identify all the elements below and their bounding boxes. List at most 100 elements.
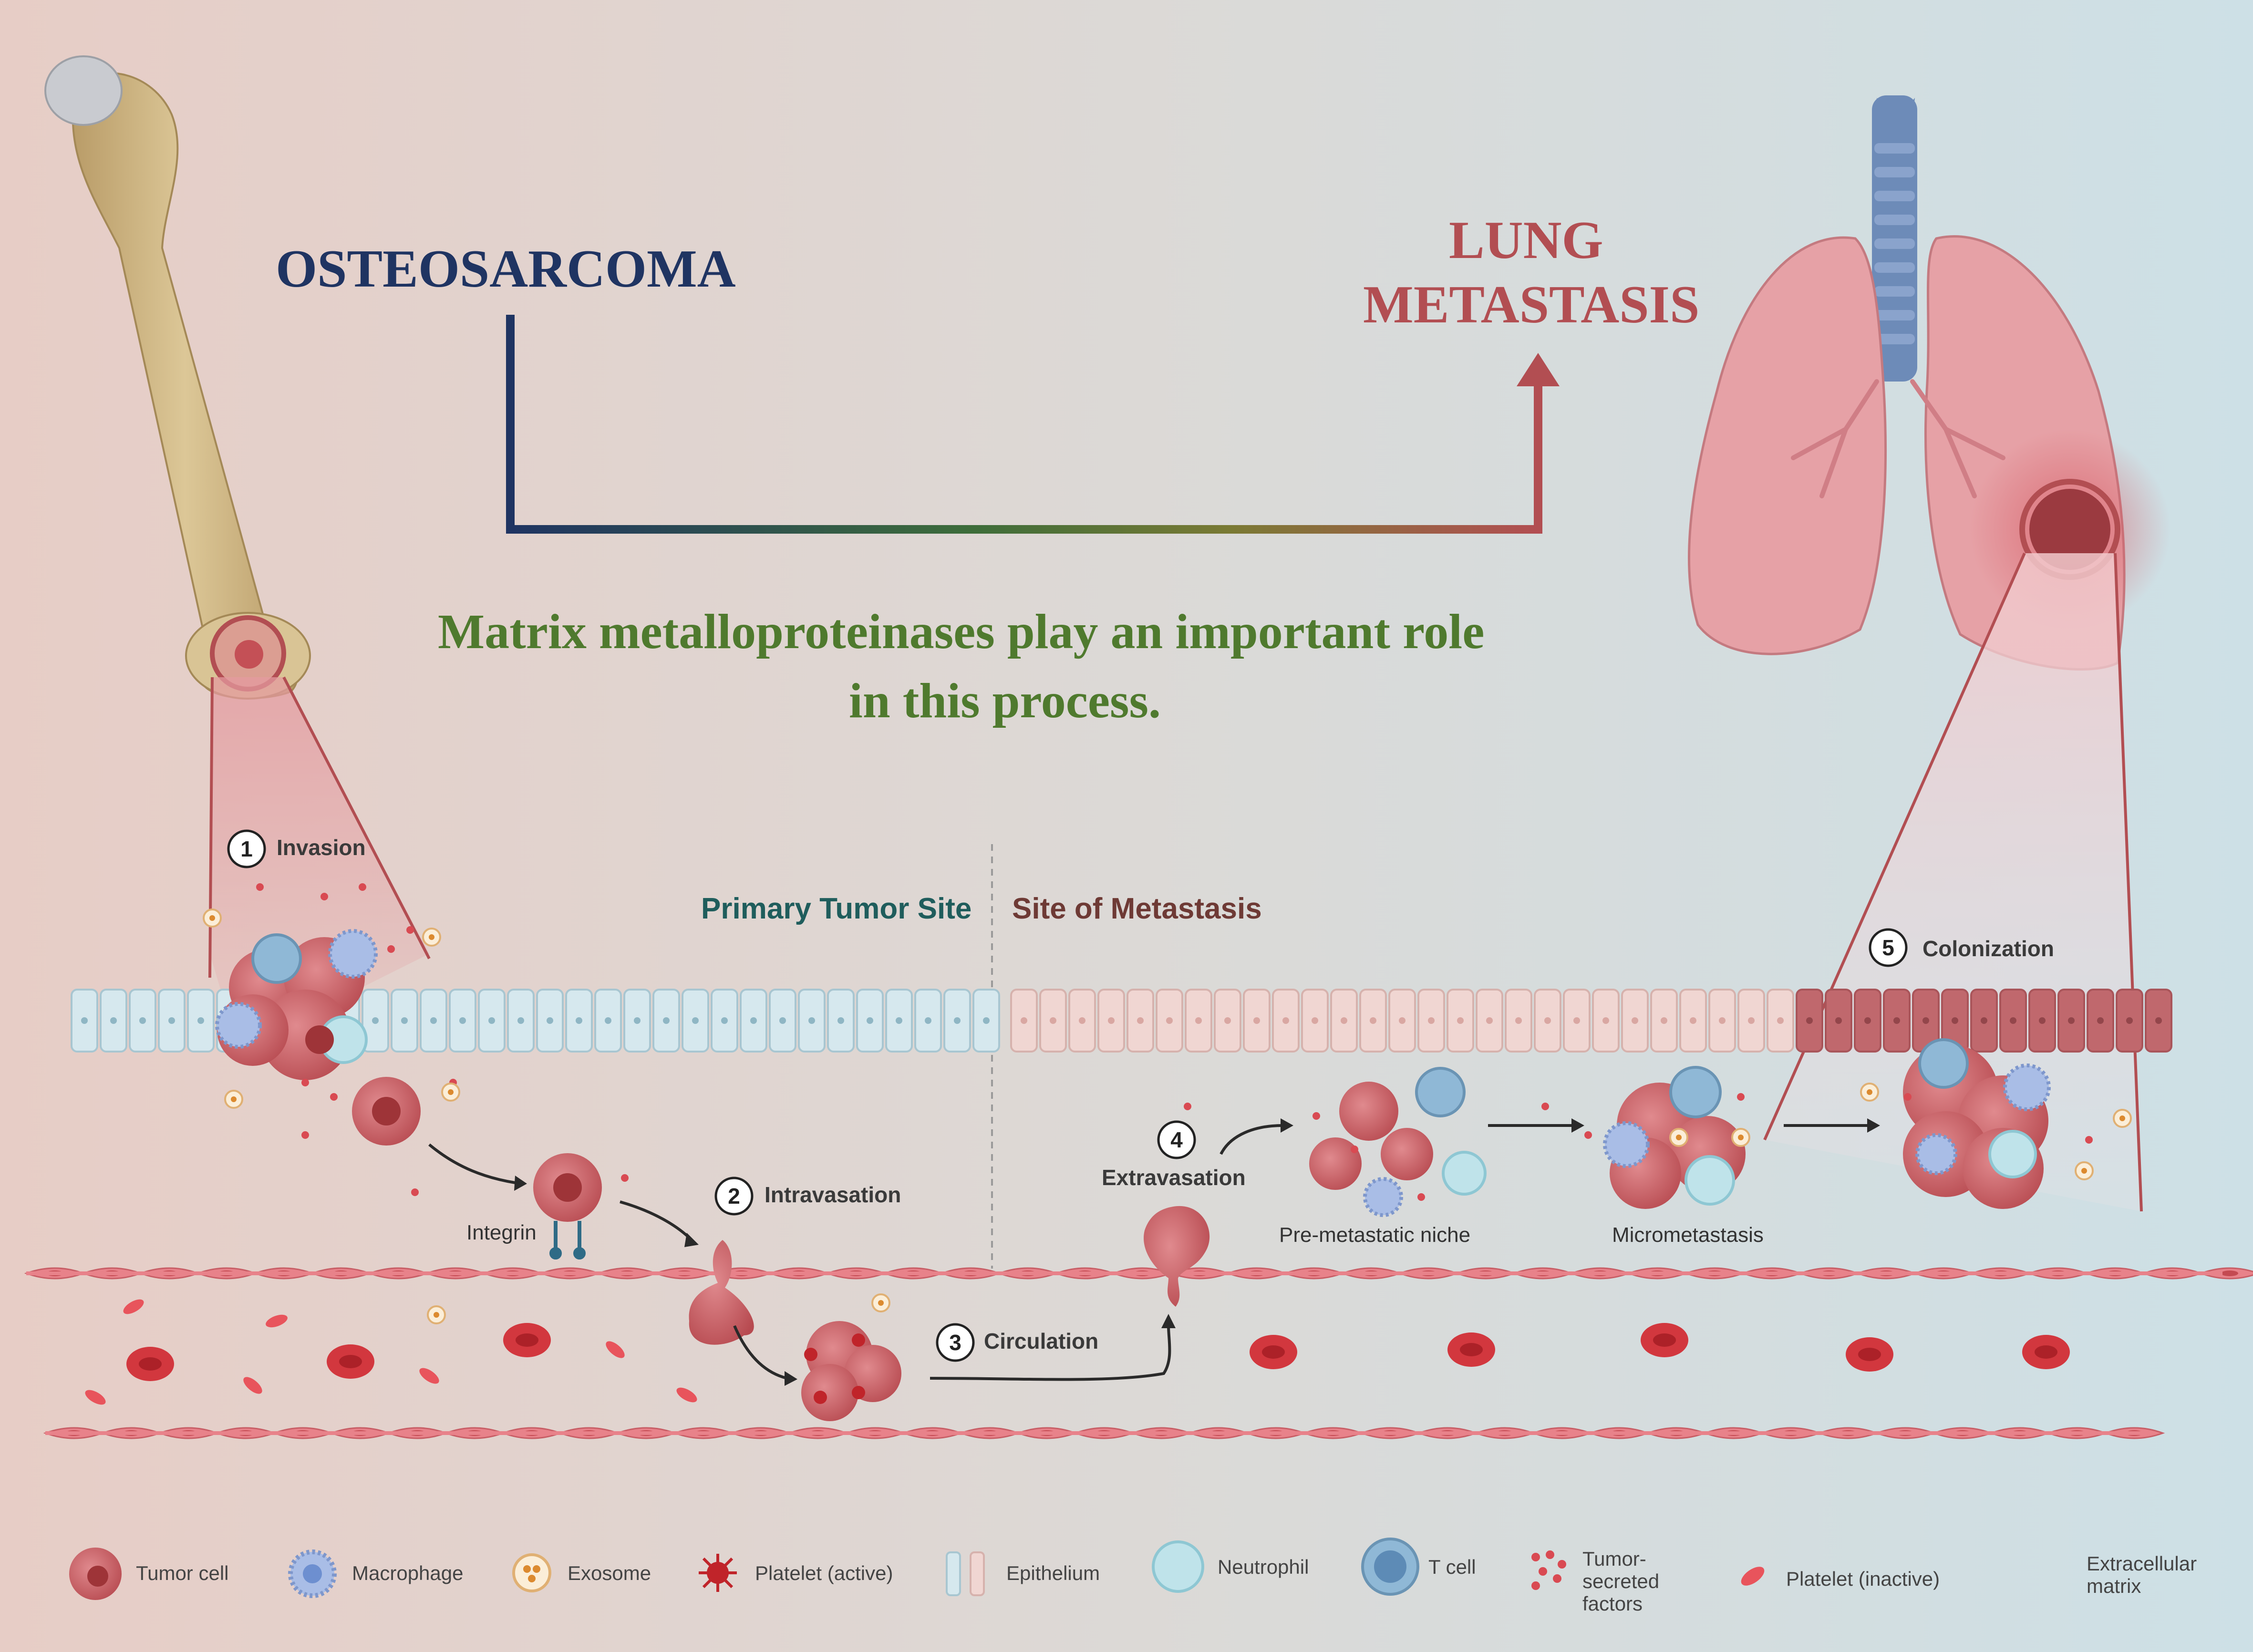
exosome-core bbox=[2119, 1115, 2125, 1121]
epithelial-nucleus bbox=[2126, 1017, 2133, 1024]
legend-extracellular-matrix-line1: Extracellular bbox=[2087, 1552, 2197, 1575]
epithelial-nucleus bbox=[488, 1017, 495, 1024]
step-4-circle bbox=[1157, 1120, 1196, 1159]
red-blood-cell-center bbox=[2035, 1345, 2057, 1359]
red-blood-cell-center bbox=[1262, 1345, 1285, 1359]
tumor-secreted-factor bbox=[301, 1079, 309, 1086]
inactive-platelets bbox=[85, 1299, 697, 1405]
tumor-secreted-factor bbox=[330, 1093, 338, 1101]
step-label-invasion: Invasion bbox=[277, 835, 366, 860]
tumor-secreted-factor bbox=[1351, 1146, 1358, 1153]
exosome-core bbox=[231, 1096, 237, 1102]
exosome-core bbox=[878, 1300, 884, 1306]
step-5-number: 5 bbox=[1882, 935, 1894, 960]
step-3-number: 3 bbox=[949, 1330, 961, 1355]
metastasis-site-label: Site of Metastasis bbox=[1012, 892, 1262, 925]
primary-site-label: Primary Tumor Site bbox=[701, 892, 972, 925]
inactive-platelet bbox=[676, 1387, 697, 1403]
epithelial-nucleus bbox=[139, 1017, 146, 1024]
epithelial-nucleus bbox=[2155, 1017, 2162, 1024]
legend-exosome-icon bbox=[512, 1553, 551, 1592]
epithelial-nucleus bbox=[837, 1017, 844, 1024]
epithelial-nucleus bbox=[808, 1017, 815, 1024]
legend-tumor-secreted-factors-line3: factors bbox=[1582, 1592, 1643, 1615]
legend-platelet-active: Platelet (active) bbox=[755, 1562, 893, 1584]
step-5-circle bbox=[1869, 928, 1908, 967]
mmp-note-line1: Matrix metalloproteinases play an import… bbox=[438, 604, 1485, 659]
micrometastasis-cluster bbox=[1603, 1066, 1746, 1209]
step-2-number: 2 bbox=[728, 1184, 740, 1208]
epithelial-nucleus bbox=[1370, 1017, 1376, 1024]
lung-metastasis-title-line1: LUNG bbox=[1449, 211, 1603, 270]
exosomes-scatter bbox=[203, 909, 2132, 1324]
red-blood-cell-center bbox=[1858, 1348, 1881, 1361]
step-4-number: 4 bbox=[1170, 1127, 1183, 1152]
inactive-platelet bbox=[243, 1377, 262, 1394]
epithelial-nucleus bbox=[1893, 1017, 1900, 1024]
epithelial-nucleus bbox=[692, 1017, 699, 1024]
legend-epithelium-icon bbox=[946, 1551, 985, 1596]
epithelial-nucleus bbox=[1719, 1017, 1726, 1024]
tumor-secreted-factor bbox=[2085, 1136, 2093, 1144]
legend-tumor-secreted-factors-line2: secreted bbox=[1582, 1570, 1660, 1592]
tumor-secreted-factor bbox=[411, 1188, 419, 1196]
colonization-cluster bbox=[1903, 1038, 2051, 1209]
flow-arrow-heads bbox=[514, 1118, 1880, 1386]
exosome-core bbox=[1738, 1135, 1744, 1140]
exosome-core bbox=[448, 1089, 454, 1095]
epithelial-nucleus bbox=[1312, 1017, 1318, 1024]
progression-arrow-head bbox=[1517, 353, 1560, 386]
epithelial-nucleus bbox=[634, 1017, 641, 1024]
epithelial-nucleus bbox=[459, 1017, 466, 1024]
epithelial-nucleus bbox=[2039, 1017, 2046, 1024]
epithelial-nucleus bbox=[750, 1017, 757, 1024]
step-1-circle bbox=[227, 829, 266, 868]
legend-macrophage: Macrophage bbox=[352, 1562, 464, 1584]
red-blood-cell-center bbox=[1460, 1343, 1483, 1356]
epithelium-metastasis-row bbox=[1010, 989, 2172, 1053]
epithelial-nucleus bbox=[1806, 1017, 1813, 1024]
inactive-platelet bbox=[85, 1390, 106, 1405]
integrin-receptors bbox=[549, 1221, 586, 1260]
epithelial-nucleus bbox=[779, 1017, 786, 1024]
epithelial-nucleus bbox=[110, 1017, 117, 1024]
exosome-core bbox=[2081, 1168, 2087, 1174]
epithelial-nucleus bbox=[1195, 1017, 1202, 1024]
mmp-note-line2: in this process. bbox=[849, 673, 1161, 728]
legend-t-cell-nucleus bbox=[1374, 1550, 1406, 1583]
vessel-wall-top bbox=[24, 1267, 2253, 1280]
step-label-circulation: Circulation bbox=[984, 1329, 1099, 1353]
epithelial-nucleus bbox=[2010, 1017, 2016, 1024]
exosome-core bbox=[1867, 1089, 1872, 1095]
epithelial-nucleus bbox=[1632, 1017, 1638, 1024]
flow-arrows bbox=[428, 1124, 1870, 1381]
exosome-core bbox=[209, 915, 215, 921]
epithelial-nucleus bbox=[1108, 1017, 1115, 1024]
legend-tumor-nucleus bbox=[87, 1566, 108, 1587]
epithelial-nucleus bbox=[1457, 1017, 1464, 1024]
legend-platelet-inactive: Platelet (inactive) bbox=[1786, 1568, 1940, 1590]
tumor-secreted-factor bbox=[387, 945, 395, 953]
step-3-circle bbox=[936, 1323, 975, 1362]
epithelial-nucleus bbox=[1021, 1017, 1027, 1024]
step-label-extravasation: Extravasation bbox=[1102, 1165, 1246, 1190]
epithelial-nucleus bbox=[1952, 1017, 1958, 1024]
epithelial-nucleus bbox=[576, 1017, 582, 1024]
primary-tumor-cluster bbox=[215, 929, 378, 1080]
epithelial-nucleus bbox=[168, 1017, 175, 1024]
tumor-secreted-factor bbox=[1737, 1093, 1745, 1101]
micrometastasis-label: Micrometastasis bbox=[1612, 1223, 1764, 1247]
epithelial-nucleus bbox=[663, 1017, 670, 1024]
epithelial-nucleus bbox=[81, 1017, 88, 1024]
legend-platelet-inactive-icon bbox=[1741, 1567, 1765, 1586]
tumor-secreted-factor bbox=[359, 883, 366, 891]
legend-tumor-cell: Tumor cell bbox=[136, 1562, 229, 1584]
step-label-colonization: Colonization bbox=[1922, 936, 2054, 961]
legend-neutrophil: Neutrophil bbox=[1218, 1556, 1309, 1578]
epithelial-nucleus bbox=[1835, 1017, 1842, 1024]
epithelial-nucleus bbox=[372, 1017, 379, 1024]
inactive-platelet bbox=[606, 1341, 625, 1358]
epithelial-nucleus bbox=[1166, 1017, 1173, 1024]
red-blood-cell-center bbox=[1653, 1333, 1676, 1347]
